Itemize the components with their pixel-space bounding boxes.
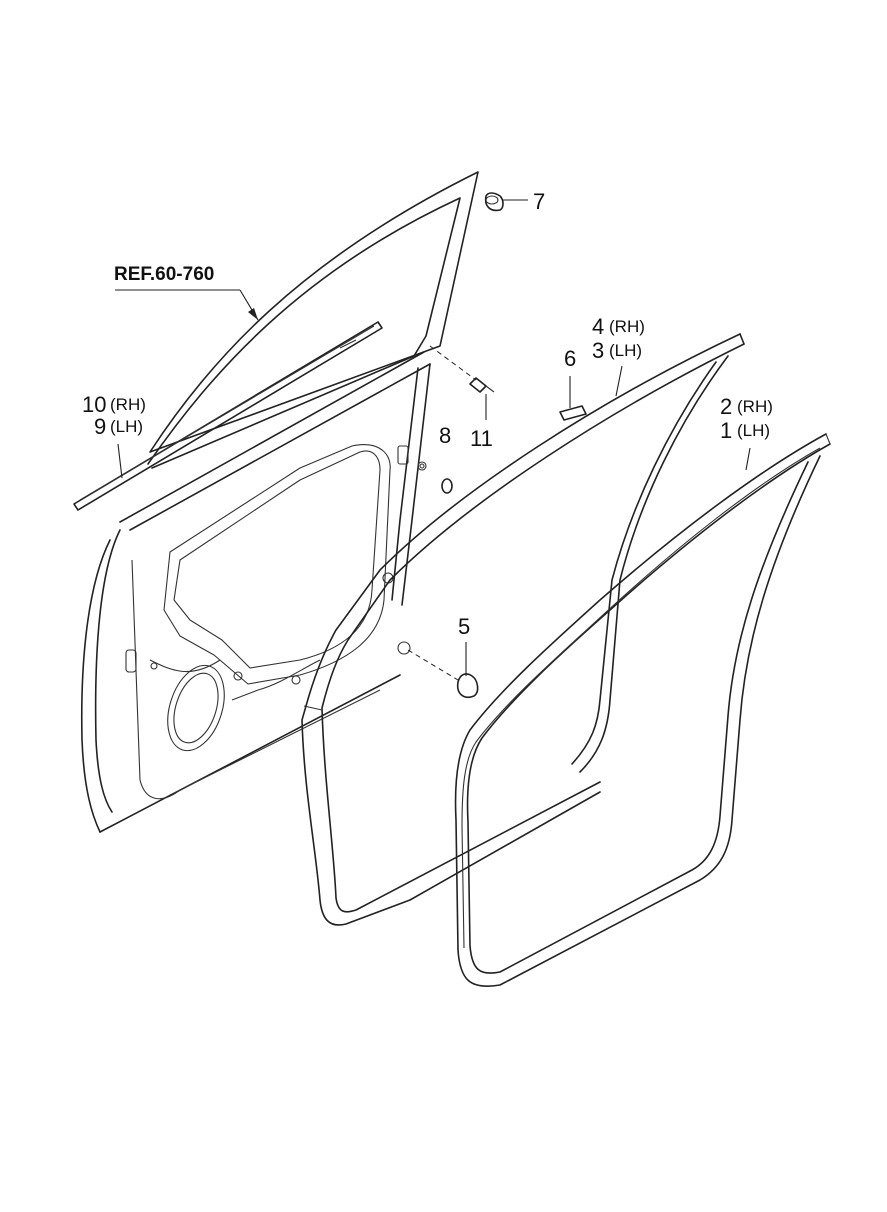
body-weatherstrip <box>454 433 831 987</box>
assembly-line-5 <box>407 649 459 681</box>
callout-1-number: 1 <box>720 418 732 443</box>
callout-5-number: 5 <box>458 614 470 639</box>
callout-2-side: (RH) <box>737 397 773 416</box>
callout-10-side: (RH) <box>110 395 146 414</box>
callout-3-side: (LH) <box>609 341 642 360</box>
belt-weatherstrip <box>73 321 383 511</box>
callout-10-number: 10 <box>82 392 106 417</box>
reference-label: REF.60-760 <box>114 264 214 285</box>
grommet-8 <box>441 478 453 494</box>
callout-2-number: 2 <box>720 394 732 419</box>
callout-7-number: 7 <box>533 189 545 214</box>
screw-11 <box>469 377 495 393</box>
leader-lines <box>115 199 751 676</box>
plug-5 <box>456 673 479 698</box>
callout-4-side: (RH) <box>609 317 645 336</box>
callout-1-side: (LH) <box>737 421 770 440</box>
callout-8-number: 8 <box>439 423 451 448</box>
pad-6 <box>559 405 587 421</box>
callout-9-number: 9 <box>94 414 106 439</box>
callout-11-number: 11 <box>470 426 493 451</box>
door-panel <box>80 171 479 833</box>
door-weatherstrip <box>301 333 745 926</box>
callout-6-number: 6 <box>564 346 576 371</box>
callout-3-number: 3 <box>592 338 604 363</box>
callout-4-number: 4 <box>592 314 604 339</box>
callout-9-side: (LH) <box>110 417 143 436</box>
assembly-line-11 <box>429 345 477 381</box>
clip-7 <box>484 192 504 212</box>
